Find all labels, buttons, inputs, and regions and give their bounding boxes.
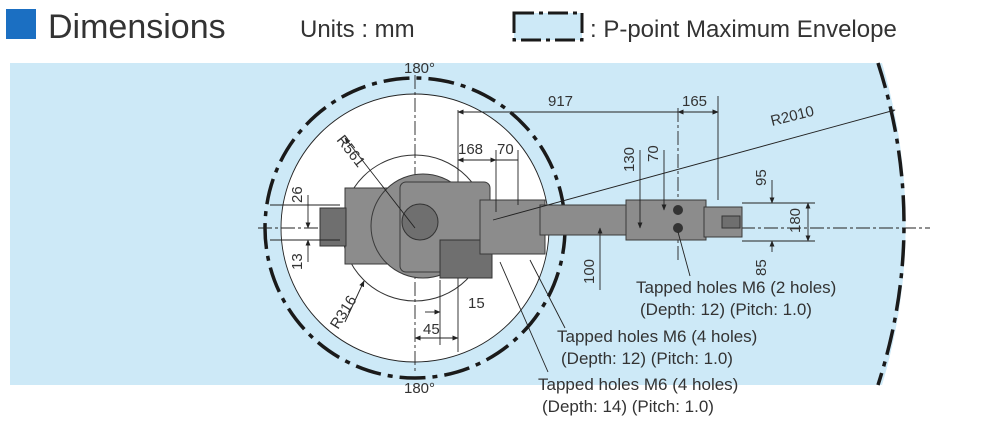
dim-917-label: 917 <box>548 93 573 110</box>
units-label: Units : mm <box>300 16 415 43</box>
note1-line1: Tapped holes M6 (2 holes) <box>636 278 836 297</box>
r2010-leader <box>492 109 896 221</box>
dim-26-label: 26 <box>289 186 306 203</box>
dim-45-label: 45 <box>423 321 440 338</box>
tapped-hole-b <box>673 223 683 233</box>
dim-165-label: 165 <box>682 93 707 110</box>
dim-15-label: 15 <box>468 295 485 312</box>
r316-leader <box>344 280 365 323</box>
dim-100-label: 100 <box>581 259 598 284</box>
dim-13-label: 13 <box>289 253 306 270</box>
title-square-icon <box>6 9 36 39</box>
dim-168-label: 168 <box>458 141 483 158</box>
note2-line1: Tapped holes M6 (4 holes) <box>557 327 757 346</box>
quill-end <box>721 215 741 229</box>
envelope-legend-icon <box>512 11 584 42</box>
r561-leader <box>344 137 416 229</box>
header: Dimensions Units : mm : P-point Maximum … <box>6 8 897 46</box>
envelope-outer-arc <box>876 62 906 386</box>
dim-85-label: 85 <box>753 259 770 276</box>
tapped-hole-notes: Tapped holes M6 (2 holes) (Depth: 12) (P… <box>538 278 836 416</box>
dim-130-label: 130 <box>621 147 638 172</box>
note2-line2: (Depth: 12) (Pitch: 1.0) <box>561 349 733 368</box>
note3-leader <box>499 261 549 373</box>
arm2-link <box>539 204 631 236</box>
dim-70h-label: 70 <box>497 141 514 158</box>
dim-180-label: 180 <box>787 208 804 233</box>
joint1-hub <box>401 203 439 241</box>
dimension-lines <box>270 96 896 373</box>
legend-label: : P-point Maximum Envelope <box>590 16 897 43</box>
tapped-hole-a <box>673 205 683 215</box>
dim-95-label: 95 <box>753 169 770 186</box>
page-title: Dimensions <box>48 8 226 46</box>
arm2-head <box>625 199 707 241</box>
dim-70v-label: 70 <box>645 145 662 162</box>
note3-line2: (Depth: 14) (Pitch: 1.0) <box>542 397 714 416</box>
note1-line2: (Depth: 12) (Pitch: 1.0) <box>640 300 812 319</box>
note1-leader <box>677 231 691 277</box>
angle-bottom-label: 180° <box>404 380 435 397</box>
note2-leader <box>529 259 566 329</box>
robot-arm <box>319 173 743 279</box>
angle-top-label: 180° <box>404 60 435 77</box>
note3-line1: Tapped holes M6 (4 holes) <box>538 375 738 394</box>
